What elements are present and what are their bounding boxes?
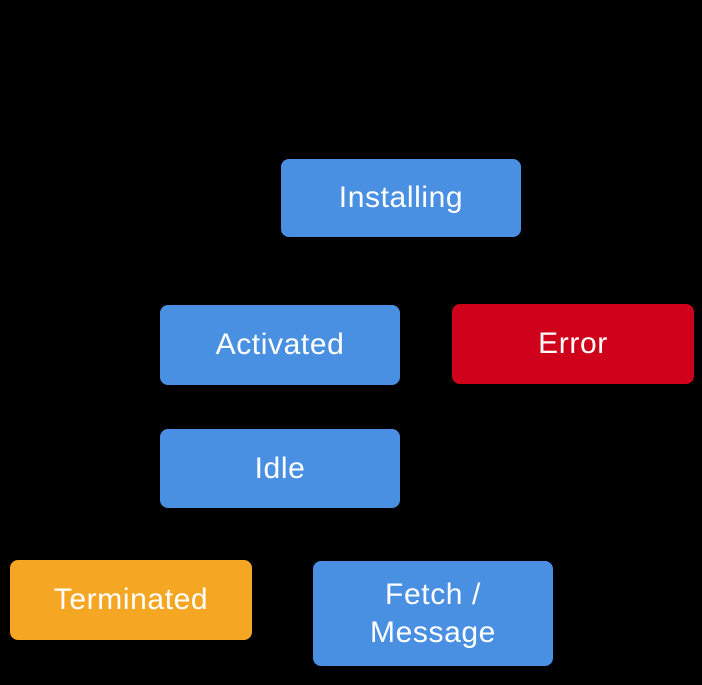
state-node-error: Error — [452, 304, 694, 384]
state-node-fetch-message: Fetch / Message — [313, 561, 553, 666]
state-node-activated: Activated — [160, 305, 400, 385]
state-label-idle: Idle — [254, 451, 306, 485]
state-label-installing: Installing — [338, 181, 464, 215]
state-label-error: Error — [538, 327, 608, 361]
state-node-terminated: Terminated — [10, 560, 252, 640]
state-node-idle: Idle — [160, 429, 400, 508]
state-label-activated: Activated — [215, 328, 345, 362]
state-node-installing: Installing — [281, 159, 521, 237]
state-label-fetch-message: Fetch / Message — [370, 578, 496, 649]
state-label-terminated: Terminated — [53, 583, 209, 617]
